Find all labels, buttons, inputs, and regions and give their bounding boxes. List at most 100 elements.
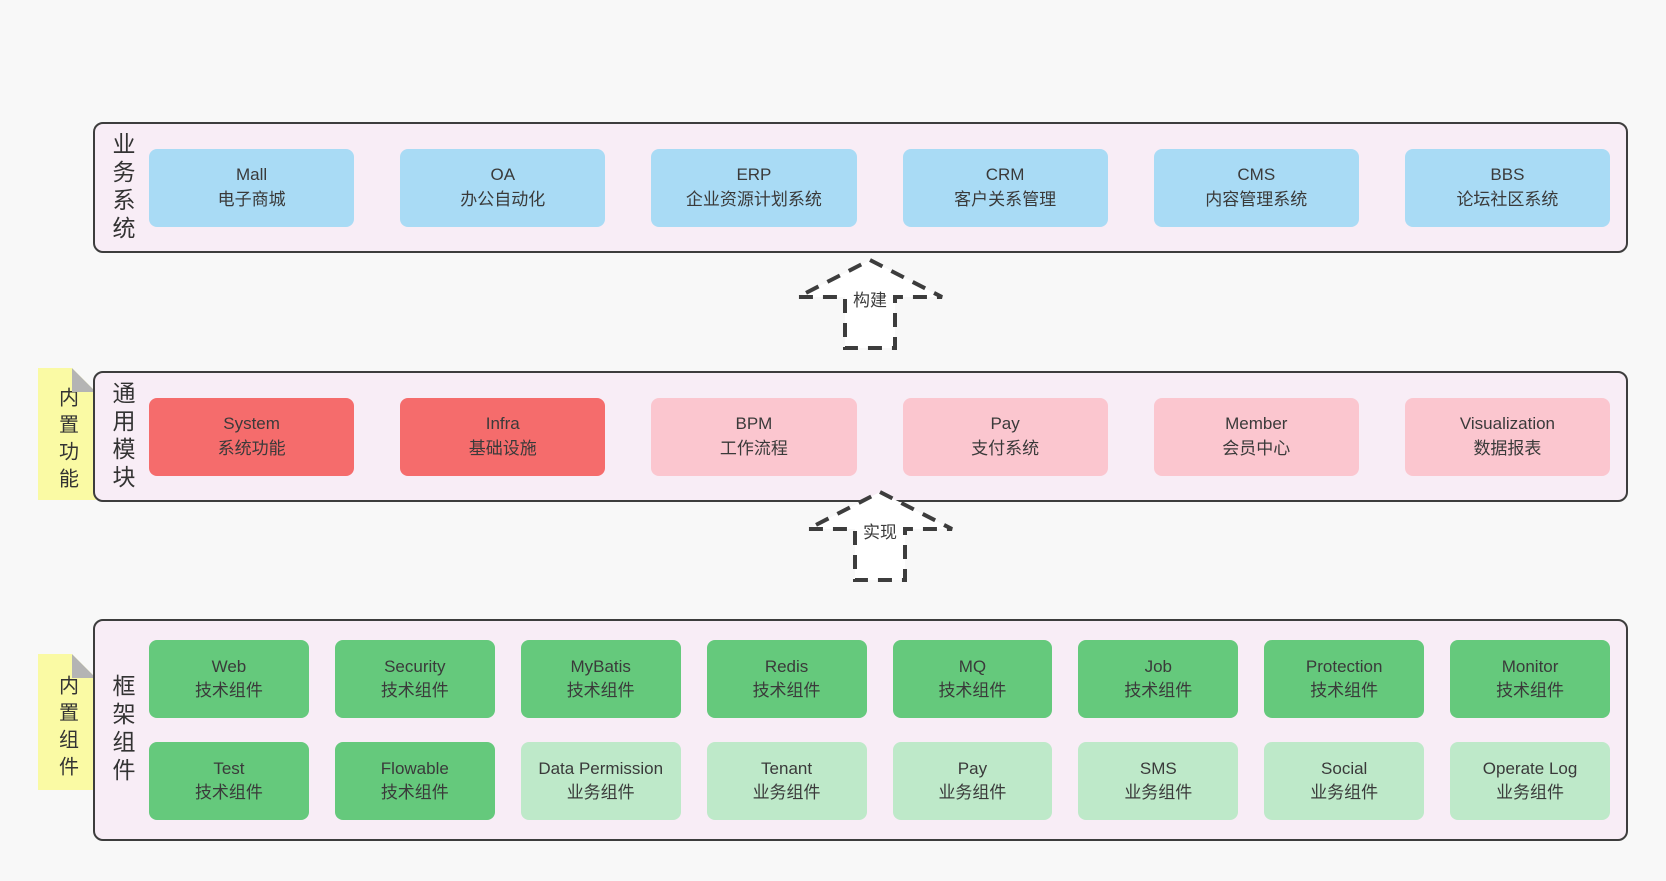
box-title: OA: [490, 165, 516, 185]
box-title: Member: [1225, 414, 1288, 434]
box-title: Test: [213, 758, 245, 778]
arrow-build: 构建: [795, 257, 945, 351]
box-subtitle: 会员中心: [1222, 438, 1291, 458]
box-subtitle: 客户关系管理: [954, 189, 1057, 209]
box-security: Security 技术组件: [334, 640, 495, 718]
box-mq: MQ 技术组件: [892, 640, 1053, 718]
folded-corner-icon: [72, 368, 96, 392]
box-pay-biz: Pay 业务组件: [892, 742, 1053, 820]
box-subtitle: 技术组件: [1496, 681, 1565, 700]
box-title: SMS: [1139, 758, 1177, 778]
layer-side-label-text: 通用模块: [109, 380, 135, 493]
box-subtitle: 内容管理系统: [1205, 189, 1308, 209]
box-system: System 系统功能: [149, 397, 355, 476]
box-subtitle: 企业资源计划系统: [685, 189, 822, 209]
arrow-implement: 实现: [805, 489, 955, 583]
box-subtitle: 支付系统: [971, 438, 1040, 458]
box-row: Mall 电子商城 OA 办公自动化 ERP 企业资源计划系统 CRM 客户关系…: [149, 148, 1611, 227]
box-title: Operate Log: [1482, 758, 1578, 778]
box-subtitle: 基础设施: [468, 438, 537, 458]
layer-common-modules: 通用模块 System 系统功能 Infra 基础设施 BPM 工作流程 Pay…: [93, 371, 1628, 502]
box-flowable: Flowable 技术组件: [334, 742, 495, 820]
box-monitor: Monitor 技术组件: [1450, 640, 1610, 718]
box-title: Pay: [957, 758, 988, 778]
box-web: Web 技术组件: [149, 640, 309, 718]
box-oa: OA 办公自动化: [400, 148, 606, 227]
box-member: Member 会员中心: [1153, 397, 1359, 476]
box-infra: Infra 基础设施: [400, 397, 606, 476]
box-title: Monitor: [1501, 656, 1559, 676]
box-operate-log: Operate Log 业务组件: [1450, 742, 1610, 820]
box-title: ERP: [736, 165, 772, 185]
box-subtitle: 业务组件: [1124, 783, 1193, 802]
arrow-label: 构建: [853, 291, 887, 310]
arrow-label: 实现: [863, 523, 897, 542]
box-subtitle: 业务组件: [1496, 783, 1565, 802]
box-subtitle: 技术组件: [566, 681, 635, 700]
box-protection: Protection 技术组件: [1264, 640, 1425, 718]
box-title: MyBatis: [570, 656, 631, 676]
layer-business-systems: 业务系统 Mall 电子商城 OA 办公自动化 ERP 企业资源计划系统 CRM…: [93, 122, 1628, 253]
up-arrow-icon: 实现: [807, 489, 953, 582]
box-subtitle: 技术组件: [194, 783, 263, 802]
box-bbs: BBS 论坛社区系统: [1404, 148, 1611, 227]
box-mall: Mall 电子商城: [149, 148, 355, 227]
box-title: System: [223, 414, 280, 434]
box-tenant: Tenant 业务组件: [706, 742, 867, 820]
box-visualization: Visualization 数据报表: [1404, 397, 1611, 476]
box-crm: CRM 客户关系管理: [902, 148, 1108, 227]
box-social: Social 业务组件: [1264, 742, 1425, 820]
box-subtitle: 系统功能: [217, 438, 286, 458]
box-title: Security: [384, 656, 446, 676]
box-mybatis: MyBatis 技术组件: [520, 640, 681, 718]
box-cms: CMS 内容管理系统: [1153, 148, 1359, 227]
layer-box-area: System 系统功能 Infra 基础设施 BPM 工作流程 Pay 支付系统…: [149, 373, 1626, 500]
box-subtitle: 办公自动化: [460, 189, 546, 209]
box-title: Redis: [764, 656, 809, 676]
layer-side-label: 框架组件: [95, 621, 149, 839]
layer-side-label-text: 框架组件: [109, 674, 135, 786]
up-arrow-icon: 构建: [797, 257, 943, 350]
box-title: MQ: [958, 656, 987, 676]
layer-side-label: 通用模块: [95, 373, 149, 500]
box-title: Tenant: [761, 758, 813, 778]
box-subtitle: 技术组件: [1310, 681, 1379, 700]
box-title: BBS: [1490, 165, 1525, 185]
box-row: Test 技术组件 Flowable 技术组件 Data Permission …: [149, 742, 1610, 820]
box-row: System 系统功能 Infra 基础设施 BPM 工作流程 Pay 支付系统…: [149, 397, 1611, 476]
box-title: Protection: [1305, 656, 1383, 676]
box-subtitle: 业务组件: [752, 783, 821, 802]
box-erp: ERP 企业资源计划系统: [651, 148, 857, 227]
box-bpm: BPM 工作流程: [651, 397, 857, 476]
box-subtitle: 电子商城: [217, 189, 286, 209]
box-title: Job: [1144, 656, 1173, 676]
layer-framework-components: 框架组件 Web 技术组件 Security 技术组件 MyBatis 技术组件…: [93, 619, 1628, 841]
box-subtitle: 技术组件: [1124, 681, 1193, 700]
box-row: Web 技术组件 Security 技术组件 MyBatis 技术组件 Redi…: [149, 640, 1610, 718]
note-label: 内置功能: [55, 387, 78, 495]
box-title: Visualization: [1459, 414, 1556, 434]
box-subtitle: 技术组件: [752, 681, 821, 700]
box-subtitle: 业务组件: [566, 783, 635, 802]
box-title: BPM: [735, 414, 773, 434]
box-title: CRM: [985, 165, 1025, 185]
layer-box-area: Web 技术组件 Security 技术组件 MyBatis 技术组件 Redi…: [149, 621, 1626, 839]
box-title: CMS: [1237, 165, 1276, 185]
box-subtitle: 数据报表: [1473, 438, 1542, 458]
box-subtitle: 技术组件: [194, 681, 263, 700]
box-subtitle: 论坛社区系统: [1456, 189, 1559, 209]
box-pay: Pay 支付系统: [902, 397, 1108, 476]
box-title: Infra: [485, 414, 520, 434]
box-title: Flowable: [380, 758, 449, 778]
box-job: Job 技术组件: [1078, 640, 1239, 718]
box-subtitle: 技术组件: [380, 783, 449, 802]
box-subtitle: 业务组件: [938, 783, 1007, 802]
box-redis: Redis 技术组件: [706, 640, 867, 718]
note-built-in-features: 内置功能: [38, 368, 96, 500]
box-title: Data Permission: [538, 758, 664, 778]
box-data-permission: Data Permission 业务组件: [520, 742, 681, 820]
box-subtitle: 工作流程: [719, 438, 788, 458]
box-test: Test 技术组件: [149, 742, 309, 820]
layer-box-area: Mall 电子商城 OA 办公自动化 ERP 企业资源计划系统 CRM 客户关系…: [149, 124, 1626, 251]
